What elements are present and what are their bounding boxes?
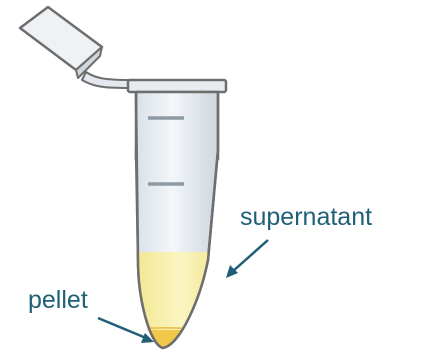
supernatant-label: supernatant [240, 205, 372, 230]
pellet-label: pellet [28, 288, 88, 313]
tube-rim [128, 80, 226, 92]
tube-cap-icon [20, 7, 130, 88]
supernatant-arrow [226, 240, 268, 278]
